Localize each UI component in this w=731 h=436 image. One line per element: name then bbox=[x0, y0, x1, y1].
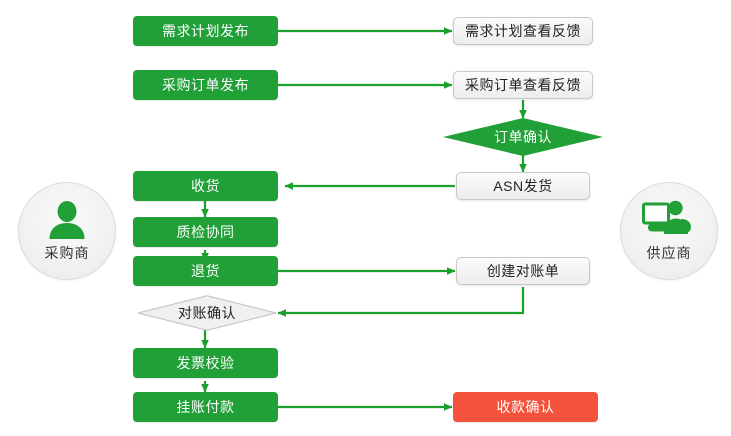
actor-supplier[interactable]: 供应商 bbox=[620, 182, 718, 280]
node-asn-ship-label: ASN发货 bbox=[493, 178, 553, 194]
node-receipt-confirm[interactable]: 收款确认 bbox=[453, 392, 598, 422]
actor-supplier-label: 供应商 bbox=[646, 244, 692, 261]
node-statement-confirm-label: 对账确认 bbox=[178, 305, 236, 321]
node-receive-goods-label: 收货 bbox=[191, 178, 220, 194]
node-demand-plan-publish-label: 需求计划发布 bbox=[162, 23, 249, 39]
node-payable-payment[interactable]: 挂账付款 bbox=[133, 392, 278, 422]
node-demand-plan-publish[interactable]: 需求计划发布 bbox=[133, 16, 278, 46]
node-create-statement[interactable]: 创建对账单 bbox=[456, 257, 590, 285]
node-create-statement-label: 创建对账单 bbox=[486, 263, 560, 279]
node-demand-plan-feedback-label: 需求计划查看反馈 bbox=[465, 23, 581, 39]
node-po-feedback[interactable]: 采购订单查看反馈 bbox=[453, 71, 593, 99]
node-order-confirm[interactable]: 订单确认 bbox=[443, 118, 603, 156]
node-po-publish-label: 采购订单发布 bbox=[162, 77, 249, 93]
actor-buyer[interactable]: 采购商 bbox=[18, 182, 116, 280]
node-receive-goods[interactable]: 收货 bbox=[133, 171, 278, 201]
node-qc-collaboration-label: 质检协同 bbox=[176, 224, 235, 240]
node-po-feedback-label: 采购订单查看反馈 bbox=[465, 77, 581, 93]
node-asn-ship[interactable]: ASN发货 bbox=[456, 172, 590, 200]
node-demand-plan-feedback[interactable]: 需求计划查看反馈 bbox=[453, 17, 593, 45]
edge-create-statement-to-statement-confirm bbox=[277, 287, 525, 317]
person-icon bbox=[45, 200, 89, 240]
actor-buyer-label: 采购商 bbox=[44, 244, 90, 261]
node-receipt-confirm-label: 收款确认 bbox=[496, 399, 555, 415]
node-payable-payment-label: 挂账付款 bbox=[176, 399, 235, 415]
node-statement-confirm[interactable]: 对账确认 bbox=[137, 295, 277, 331]
node-return-goods[interactable]: 退货 bbox=[133, 256, 278, 286]
node-invoice-verify[interactable]: 发票校验 bbox=[133, 348, 278, 378]
node-invoice-verify-label: 发票校验 bbox=[176, 355, 235, 371]
node-return-goods-label: 退货 bbox=[191, 263, 220, 279]
node-order-confirm-label: 订单确认 bbox=[494, 129, 552, 145]
person-at-computer-icon bbox=[642, 200, 696, 240]
node-qc-collaboration[interactable]: 质检协同 bbox=[133, 217, 278, 247]
node-po-publish[interactable]: 采购订单发布 bbox=[133, 70, 278, 100]
